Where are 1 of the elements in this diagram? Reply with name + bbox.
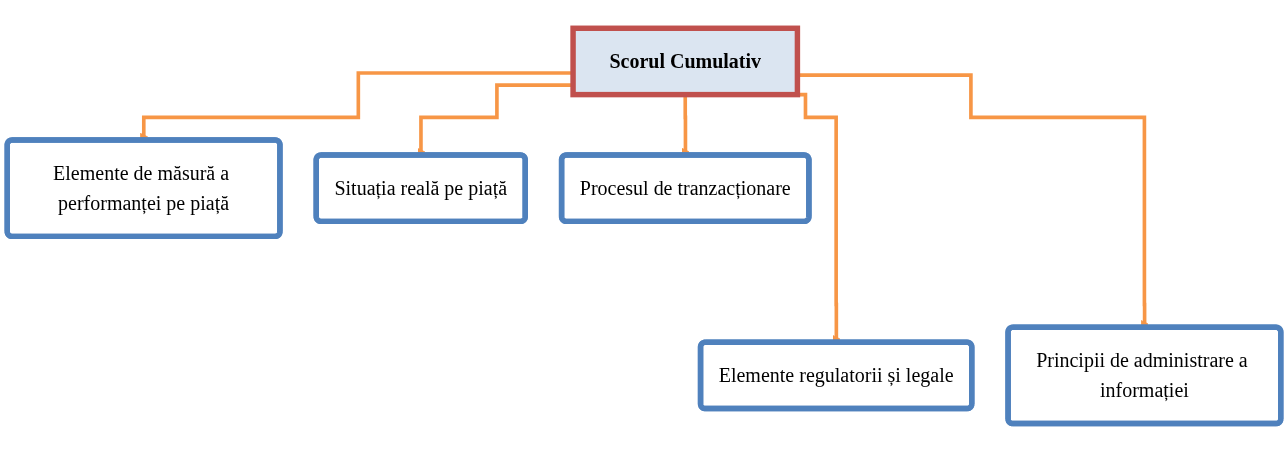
node-box: Scorul Cumulativ bbox=[570, 25, 801, 97]
